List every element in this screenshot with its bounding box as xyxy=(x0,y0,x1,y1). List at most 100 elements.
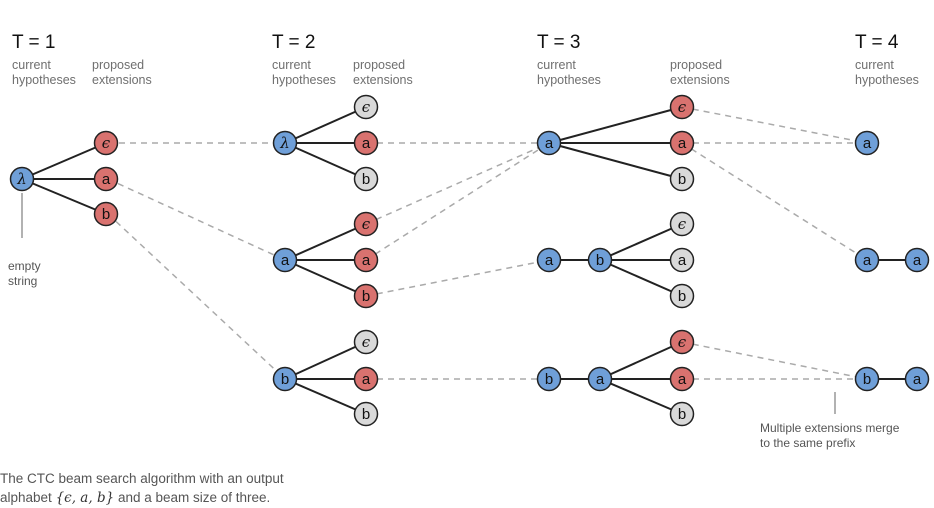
tree-edge xyxy=(599,223,683,261)
tree-edge xyxy=(21,142,107,180)
t2-extension-epsilon-pruned: ϵ xyxy=(353,329,379,355)
tree-edge xyxy=(284,341,367,380)
t1-extension-epsilon: ϵ xyxy=(93,130,119,156)
t3-hypothesis-ab-second: b xyxy=(587,247,613,273)
merge-line xyxy=(365,259,550,297)
svg-text:a: a xyxy=(281,252,290,269)
t3-hypothesis-a: a xyxy=(536,130,562,156)
t3-extensions-label-line2: extensions xyxy=(670,73,730,87)
t3-extension-b-pruned: b xyxy=(669,283,695,309)
t2-extension-a: a xyxy=(353,247,379,273)
svg-text:a: a xyxy=(545,135,554,152)
t2-hypothesis-lambda: λ xyxy=(272,130,298,156)
merge-line xyxy=(107,178,286,261)
svg-text:b: b xyxy=(863,371,871,388)
svg-text:λ: λ xyxy=(16,170,27,188)
t4-hypothesis-aa-first: a xyxy=(854,247,880,273)
svg-text:a: a xyxy=(362,371,371,388)
t3-extension-epsilon: ϵ xyxy=(669,94,695,120)
step-title-t2: T = 2 xyxy=(272,32,315,53)
t1-hypotheses-label-line1: current xyxy=(12,58,51,72)
caption-suffix: and a beam size of three. xyxy=(117,490,271,505)
t3-hypothesis-ab-first: a xyxy=(536,247,562,273)
svg-text:a: a xyxy=(678,252,687,269)
t3-extension-b-pruned: b xyxy=(669,166,695,192)
step-title-t3: T = 3 xyxy=(537,32,580,53)
merge-line xyxy=(365,142,550,225)
svg-text:b: b xyxy=(362,288,370,305)
step-title-t4: T = 4 xyxy=(855,32,899,53)
t2-extension-b-pruned: b xyxy=(353,166,379,192)
caption-line1: The CTC beam search algorithm with an ou… xyxy=(0,471,284,486)
svg-text:a: a xyxy=(545,252,554,269)
t3-extension-a: a xyxy=(669,130,695,156)
t1-extensions-label-line1: proposed xyxy=(92,58,144,72)
t2-hypothesis-b: b xyxy=(272,366,298,392)
t3-extensions-label-line1: proposed xyxy=(670,58,722,72)
t2-extension-b-pruned: b xyxy=(353,401,379,427)
svg-text:a: a xyxy=(596,371,605,388)
tree-edge xyxy=(548,106,683,144)
t3-extension-epsilon-pruned: ϵ xyxy=(669,211,695,237)
t4-hypothesis-ba-first: b xyxy=(854,366,880,392)
svg-text:λ: λ xyxy=(279,134,290,152)
caption-alphabet-set: {ϵ, a, b} xyxy=(55,490,115,506)
svg-text:a: a xyxy=(678,371,687,388)
t2-hypotheses-label-line1: current xyxy=(272,58,311,72)
svg-text:ϵ: ϵ xyxy=(362,333,371,351)
merge-note-line2: to the same prefix xyxy=(760,436,855,450)
svg-text:a: a xyxy=(913,371,922,388)
svg-text:b: b xyxy=(596,252,604,269)
svg-text:a: a xyxy=(362,252,371,269)
t3-hypothesis-ba-second: a xyxy=(587,366,613,392)
merge-line xyxy=(365,142,550,261)
t3-hypotheses-label-line2: hypotheses xyxy=(537,73,601,87)
merge-line xyxy=(681,106,868,144)
svg-text:a: a xyxy=(913,252,922,269)
svg-text:b: b xyxy=(102,206,110,223)
t4-hypothesis-a: a xyxy=(854,130,880,156)
svg-text:ϵ: ϵ xyxy=(678,333,687,351)
merge-note-line1: Multiple extensions merge xyxy=(760,421,900,435)
t2-hypothesis-a: a xyxy=(272,247,298,273)
merge-line xyxy=(681,341,868,380)
tree-edge xyxy=(599,259,683,297)
t1-extension-b: b xyxy=(93,201,119,227)
caption-prefix: alphabet xyxy=(0,490,52,505)
tree-edge xyxy=(548,142,683,180)
tree-edge xyxy=(284,223,367,261)
t3-extension-epsilon: ϵ xyxy=(669,329,695,355)
t3-extension-b-pruned: b xyxy=(669,401,695,427)
svg-text:b: b xyxy=(362,406,370,423)
svg-text:b: b xyxy=(678,171,686,188)
t4-hypotheses-label-line2: hypotheses xyxy=(855,73,919,87)
tree-edge xyxy=(284,378,367,415)
svg-text:a: a xyxy=(362,135,371,152)
t2-extension-a: a xyxy=(353,130,379,156)
t3-hypotheses-label-line1: current xyxy=(537,58,576,72)
empty-string-label-line2: string xyxy=(8,274,37,288)
t2-extension-b: b xyxy=(353,283,379,309)
tree-edges xyxy=(21,106,917,415)
t4-hypothesis-ba-second: a xyxy=(904,366,930,392)
svg-text:a: a xyxy=(102,171,111,188)
svg-text:ϵ: ϵ xyxy=(102,134,111,152)
tree-edge xyxy=(284,142,367,180)
merge-line xyxy=(681,142,868,261)
merge-line xyxy=(107,213,286,380)
svg-text:b: b xyxy=(678,288,686,305)
t1-extensions-label-line2: extensions xyxy=(92,73,152,87)
svg-text:a: a xyxy=(863,135,872,152)
svg-text:a: a xyxy=(863,252,872,269)
t4-hypothesis-aa-second: a xyxy=(904,247,930,273)
tree-edge xyxy=(599,341,683,380)
t2-extensions-label-line2: extensions xyxy=(353,73,413,87)
t4-hypotheses-label-line1: current xyxy=(855,58,894,72)
tree-edge xyxy=(21,178,107,215)
svg-text:a: a xyxy=(678,135,687,152)
t2-extension-a: a xyxy=(353,366,379,392)
t3-hypothesis-ba-first: b xyxy=(536,366,562,392)
figure-caption: The CTC beam search algorithm with an ou… xyxy=(0,469,420,508)
svg-text:b: b xyxy=(362,171,370,188)
t2-hypotheses-label-line2: hypotheses xyxy=(272,73,336,87)
